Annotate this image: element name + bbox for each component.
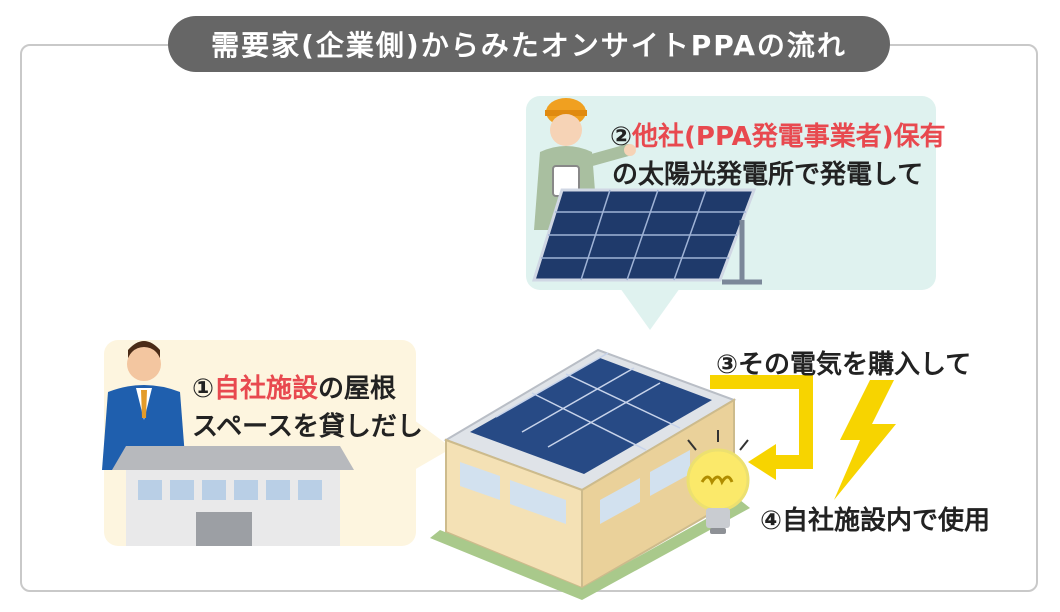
flow-arrow-icon (710, 375, 813, 480)
lightning-icon (834, 380, 896, 500)
step2-highlight: 他社(PPA発電事業者)保有 (632, 122, 946, 152)
step1-line2: スペースを貸しだし (192, 412, 423, 442)
step2-prefix: ② (610, 122, 633, 152)
step1-highlight: 自社施設 (214, 374, 319, 404)
step2-line1: ②他社(PPA発電事業者)保有 (610, 116, 946, 153)
step1-line1: ①自社施設の屋根 (192, 368, 396, 405)
step1-prefix: ① (192, 374, 215, 404)
factory-icon (112, 446, 354, 546)
bubble-tail-top (620, 288, 680, 330)
bubble-tail-left (414, 420, 452, 470)
lightbulb-icon (686, 430, 750, 534)
solar-panel-icon (531, 188, 762, 285)
step3-text: ③その電気を購入して (716, 350, 972, 380)
page-title: 需要家(企業側)からみたオンサイトPPAの流れ (168, 16, 890, 72)
solar-building-icon (430, 348, 750, 600)
step4-text: ④自社施設内で使用 (760, 506, 991, 536)
step1-rest: の屋根 (318, 374, 397, 404)
step2-line2: の太陽光発電所で発電して (612, 160, 924, 190)
